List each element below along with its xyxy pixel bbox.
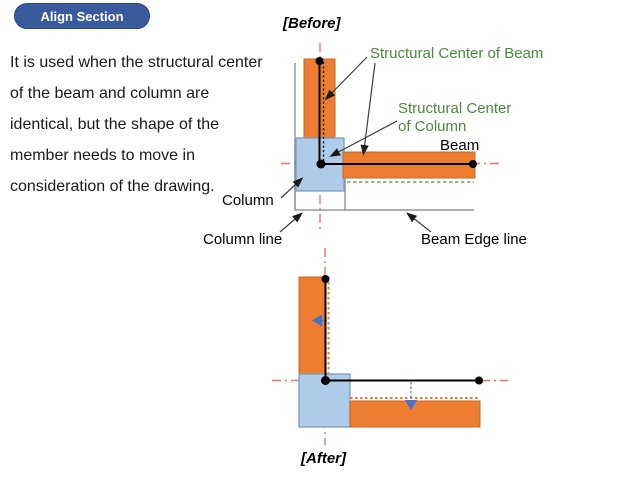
before-node-top — [315, 57, 324, 65]
after-node-top — [321, 275, 330, 283]
after-title: [After] — [301, 450, 346, 467]
after-node-right — [475, 376, 483, 385]
label-beam: Beam — [440, 137, 480, 154]
label-structural-center-of-column-line1: Structural Center — [398, 100, 512, 117]
description-line: identical, but the shape of the — [10, 116, 220, 133]
leader-beam-edge-line — [406, 212, 432, 233]
leader-center-of-beam-horizontal — [360, 62, 376, 156]
label-structural-center-of-column: Structural Center of Column — [398, 100, 511, 136]
description-line: consideration of the drawing. — [10, 178, 215, 195]
label-column-line: Column line — [203, 231, 283, 248]
after-horizontal-beam-shape — [349, 400, 481, 428]
before-title: [Before] — [283, 15, 341, 32]
label-structural-center-of-beam: Structural Center of Beam — [370, 45, 544, 62]
align-section-button[interactable]: Align Section — [14, 3, 150, 29]
before-node-right — [469, 160, 477, 168]
label-beam-edge-line: Beam Edge line — [421, 231, 527, 248]
leader-center-of-beam-vertical — [324, 56, 368, 101]
description-text: It is used when the structural center of… — [10, 47, 320, 202]
label-column: Column — [222, 192, 274, 209]
after-diagram — [272, 248, 508, 445]
leader-column-line — [279, 212, 303, 233]
label-structural-center-of-column-line2: of Column — [398, 118, 467, 135]
leader-column — [280, 177, 304, 199]
move-left-arrow-icon — [312, 314, 322, 327]
move-down-arrow-icon — [405, 400, 417, 410]
before-node-center — [316, 159, 326, 169]
after-node-center — [321, 376, 330, 385]
description-line: member needs to move in — [10, 147, 195, 164]
description-line: of the beam and column are — [10, 85, 210, 102]
leader-center-of-column — [329, 120, 398, 157]
before-diagram — [279, 43, 500, 233]
description-line: It is used when the structural center — [10, 54, 263, 71]
